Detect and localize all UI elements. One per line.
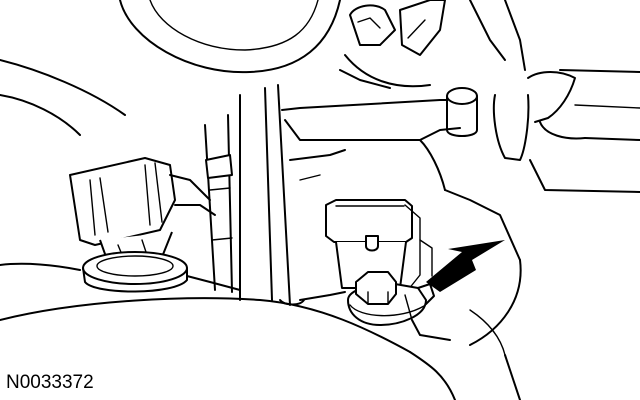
- figure-id: N0033372: [6, 372, 94, 393]
- arrow-icon: [426, 240, 505, 292]
- left-connector: [69, 157, 216, 293]
- lower-surface: [0, 259, 522, 400]
- upper-housing: [0, 0, 341, 136]
- top-bracket: [339, 0, 446, 89]
- hex-nut-icon: [347, 271, 451, 341]
- vertical-shafts: [204, 84, 305, 306]
- center-housing: [281, 99, 521, 261]
- right-boss-and-clip: [446, 0, 640, 193]
